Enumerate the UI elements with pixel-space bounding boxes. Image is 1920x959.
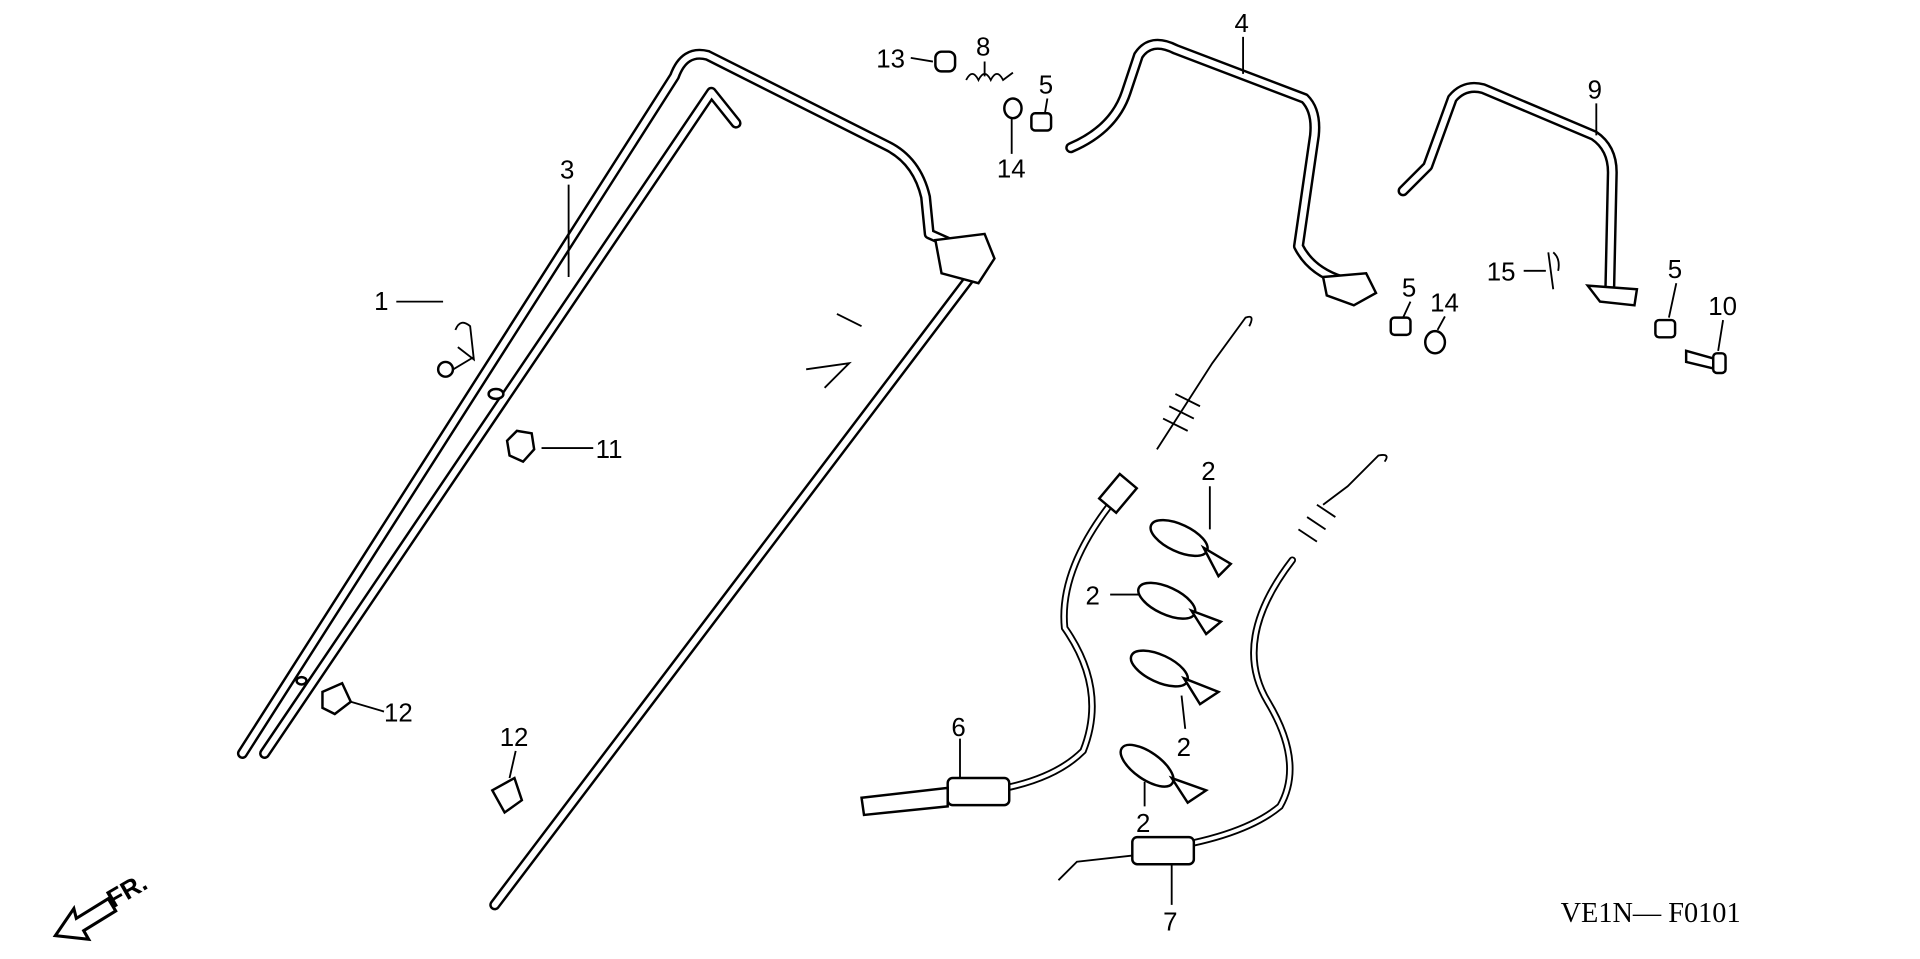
callout-11: 11 [596, 436, 623, 464]
cable-clamp[interactable] [1145, 513, 1233, 579]
cable-clamp[interactable] [1126, 643, 1222, 706]
callout-7: 7 [1163, 909, 1177, 937]
callout-3: 3 [560, 157, 574, 185]
callout-14: 14 [1430, 289, 1459, 317]
callout-5: 5 [1402, 275, 1416, 303]
cable-7[interactable] [1057, 454, 1388, 881]
callout-2: 2 [1086, 582, 1100, 610]
callout-4: 4 [1234, 10, 1248, 38]
lever-9[interactable] [1397, 81, 1639, 307]
washer-14b[interactable] [1424, 329, 1447, 355]
callout-2: 2 [1201, 458, 1215, 486]
diagram-code: VE1N— F0101 [1561, 898, 1741, 929]
bolt-5b[interactable] [1389, 316, 1412, 337]
bolt-5a[interactable] [1030, 112, 1053, 132]
callout-1: 1 [374, 288, 388, 316]
spring-8[interactable] [965, 71, 1014, 83]
callout-2: 2 [1177, 734, 1191, 762]
callout-12: 12 [500, 724, 529, 752]
nut-11[interactable] [505, 429, 536, 464]
callout-6: 6 [951, 714, 965, 742]
clip-12a[interactable] [321, 681, 353, 716]
callout-12: 12 [384, 699, 413, 727]
callout-2: 2 [1136, 810, 1150, 838]
callout-14: 14 [997, 155, 1026, 183]
bolt-10[interactable] [1684, 349, 1727, 375]
callout-5: 5 [1668, 256, 1682, 284]
callout-10: 10 [1708, 293, 1737, 321]
front-direction-arrow: FR. [52, 869, 152, 942]
cable-clamp[interactable] [1133, 575, 1224, 636]
collar-13[interactable] [934, 50, 957, 73]
bolt-5c[interactable] [1654, 318, 1677, 339]
callout-8: 8 [976, 33, 990, 61]
callout-9: 9 [1588, 76, 1602, 104]
callout-15: 15 [1487, 259, 1516, 287]
callout-5: 5 [1039, 72, 1053, 100]
callout-13: 13 [876, 46, 905, 74]
pin-15[interactable] [1547, 251, 1560, 290]
handle-frame[interactable] [236, 48, 996, 911]
cable-6[interactable] [860, 315, 1253, 817]
cable-clamp[interactable] [1114, 737, 1209, 805]
lever-4[interactable] [1065, 38, 1378, 307]
washer-14a[interactable] [1003, 97, 1023, 120]
clip-12b[interactable] [490, 776, 524, 815]
screw-1[interactable] [436, 321, 476, 378]
